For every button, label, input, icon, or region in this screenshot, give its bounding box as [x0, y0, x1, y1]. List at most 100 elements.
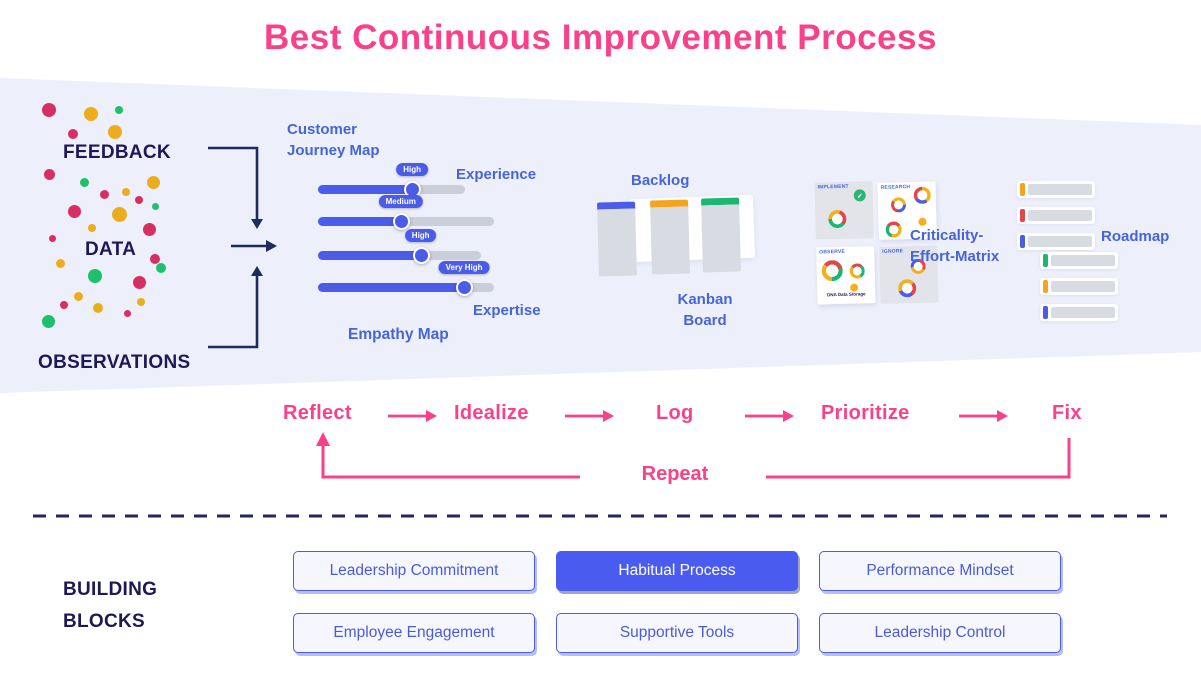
step-reflect: Reflect [283, 402, 352, 424]
kanban-column [650, 199, 690, 275]
roadmap-bar-body [1051, 255, 1115, 266]
supportive-tools-button[interactable]: Supportive Tools [556, 613, 798, 653]
roadmap-bar-body [1051, 307, 1115, 318]
slider-value-badge: High [404, 229, 437, 242]
quadrant-name: OBSERVE [819, 248, 846, 256]
kanban-column-body [701, 204, 741, 273]
amber-dot [137, 298, 145, 306]
amber-dot [147, 176, 160, 189]
roadmap-bar [1040, 252, 1118, 269]
quadrant-name: IMPLEMENT [817, 183, 849, 191]
yellow-dot [850, 283, 859, 292]
roadmap-bar-body [1028, 236, 1092, 247]
slider-value-badge: Medium [378, 195, 423, 208]
observations-label: OBSERVATIONS [38, 352, 191, 373]
kanban-column-body [597, 208, 637, 277]
experience-label: Experience [456, 166, 537, 183]
roadmap-bar-marker [1043, 306, 1048, 319]
slider-expertise-1: High [318, 229, 481, 264]
roadmap-bar-body [1028, 210, 1092, 221]
slider-knob[interactable] [456, 279, 474, 296]
green-dot [88, 269, 102, 283]
roadmap-bar [1040, 304, 1118, 321]
feedback-label: FEEDBACK [63, 142, 171, 163]
slider-experience-2: Medium [318, 195, 494, 230]
building-blocks-grid: Leadership Commitment Habitual Process P… [293, 551, 1061, 653]
green-dot [42, 315, 55, 328]
kanban-column [597, 201, 637, 277]
crimson-dot [44, 169, 55, 180]
crimson-dot [49, 235, 56, 242]
page-title: Best Continuous Improvement Process [264, 18, 937, 57]
slider-fill [318, 217, 401, 226]
roadmap-bar [1017, 207, 1095, 224]
kanban-column [701, 197, 741, 273]
donut-chart [897, 278, 917, 298]
slider-fill [318, 185, 413, 194]
performance-mindset-button[interactable]: Performance Mindset [819, 551, 1061, 591]
donut-chart [890, 197, 907, 213]
leadership-commitment-button[interactable]: Leadership Commitment [293, 551, 535, 591]
slider-value-badge: Very High [438, 261, 490, 274]
roadmap-bar-marker [1043, 280, 1048, 293]
repeat-label: Repeat [641, 463, 709, 485]
amber-dot [122, 188, 130, 196]
step-fix: Fix [1052, 402, 1082, 424]
expertise-label: Expertise [473, 302, 541, 319]
quadrant-caption: DNA Data Storage [826, 291, 866, 298]
roadmap-bar-marker [1043, 254, 1048, 267]
roadmap-group-1 [1017, 181, 1095, 259]
data-label: DATA [85, 239, 137, 260]
crimson-dot [124, 310, 131, 317]
amber-dot [74, 292, 83, 301]
crimson-dot [60, 301, 68, 309]
roadmap-bar [1040, 278, 1118, 295]
amber-dot [56, 259, 65, 268]
quadrant-name: IGNORE [882, 248, 904, 255]
crimson-dot [150, 254, 160, 264]
green-dot [156, 263, 166, 273]
roadmap-bar-marker [1020, 183, 1025, 196]
roadmap-bar-marker [1020, 209, 1025, 222]
crimson-dot [143, 223, 156, 236]
building-blocks-heading: BUILDING BLOCKS [63, 574, 157, 638]
roadmap-bar-body [1051, 281, 1115, 292]
green-dot [152, 203, 159, 210]
employee-engagement-button[interactable]: Employee Engagement [293, 613, 535, 653]
matrix-label: Criticality- Effort-Matrix [910, 225, 999, 267]
check-icon: ✓ [853, 189, 866, 202]
green-dot [115, 106, 123, 114]
amber-dot [93, 303, 103, 313]
step-log: Log [656, 402, 694, 424]
leadership-control-button[interactable]: Leadership Control [819, 613, 1061, 653]
step-prioritize: Prioritize [821, 402, 910, 424]
slider-knob[interactable] [412, 247, 430, 264]
building-blocks-heading-line2: BLOCKS [63, 611, 146, 632]
habitual-process-button[interactable]: Habitual Process [556, 551, 798, 591]
roadmap-bar-marker [1020, 235, 1025, 248]
roadmap-bar [1017, 181, 1095, 198]
green-dot [80, 178, 89, 187]
slider-fill [318, 251, 421, 260]
matrix-label-line2: Effort-Matrix [910, 248, 1000, 265]
slider-fill [318, 283, 465, 292]
roadmap-bar [1017, 233, 1095, 250]
backlog-label: Backlog [631, 172, 690, 189]
quadrant-name: RESEARCH [880, 184, 911, 191]
slider-experience-1: High [318, 163, 465, 198]
empathy-map-label: Empathy Map [348, 326, 449, 343]
crimson-dot [42, 103, 56, 117]
amber-dot [84, 107, 98, 121]
slider-knob[interactable] [392, 213, 410, 230]
amber-dot [112, 207, 127, 222]
donut-chart [821, 259, 843, 282]
donut-chart [849, 263, 865, 279]
roadmap-bar-body [1028, 184, 1092, 195]
kanban-board-label: Kanban Board [677, 291, 733, 329]
crimson-dot [68, 129, 78, 139]
slider-expertise-2: Very High [318, 261, 494, 296]
crimson-dot [133, 276, 146, 289]
matrix-label-line1: Criticality- [910, 227, 984, 244]
slider-value-badge: High [396, 163, 428, 176]
